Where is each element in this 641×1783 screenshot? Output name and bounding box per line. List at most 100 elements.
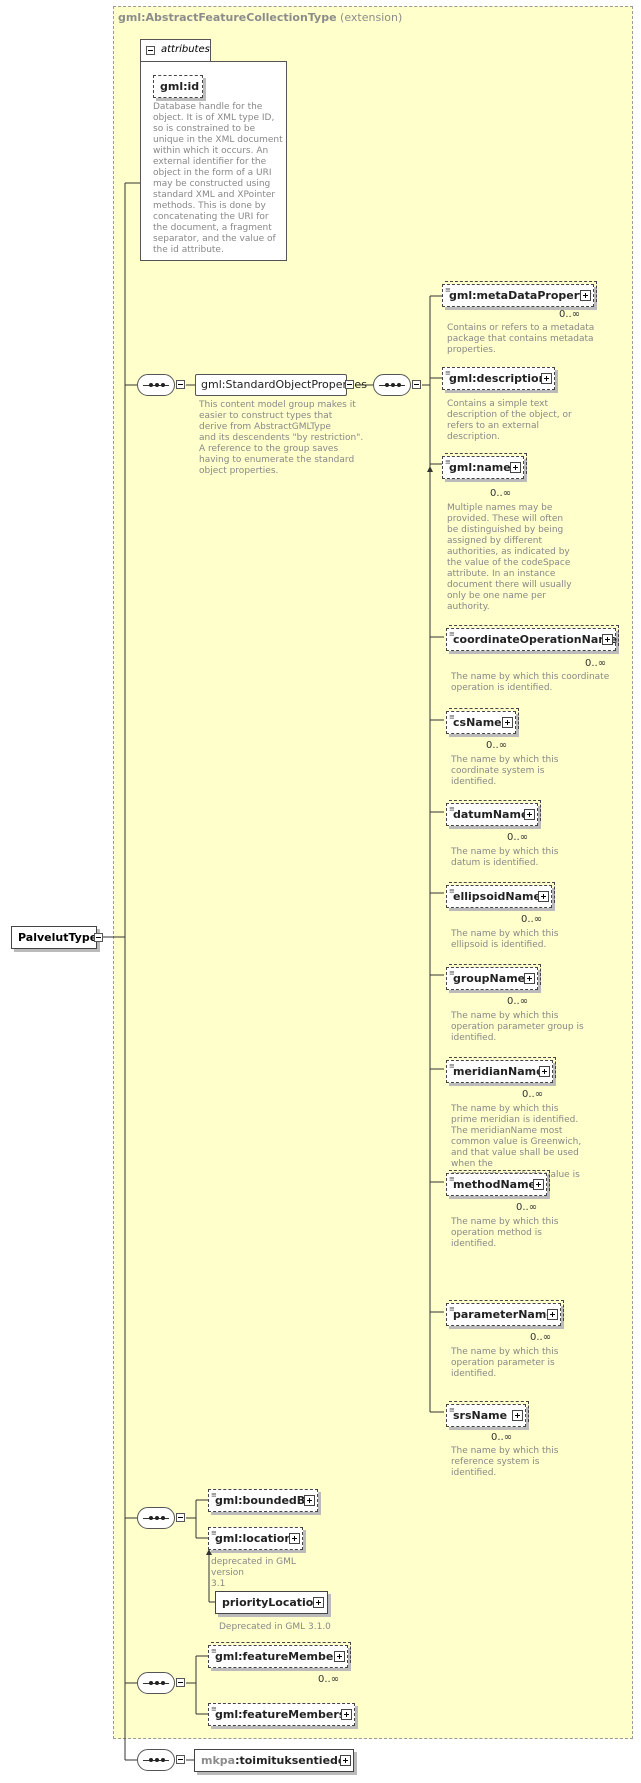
- element-methodname[interactable]: ≡methodName: [446, 1170, 550, 1196]
- expand-icon[interactable]: [533, 1179, 544, 1190]
- doc-ellipsoidname: The name by which this ellipsoid is iden…: [451, 929, 559, 950]
- element-gml-featuremembers[interactable]: ≡gml:featureMembers: [208, 1703, 355, 1726]
- expand-icon[interactable]: [524, 809, 535, 820]
- doc-csname: The name by which this coordinate system…: [451, 755, 559, 787]
- element-csname[interactable]: ≡csName: [446, 708, 519, 734]
- element-datumname[interactable]: ≡datumName: [446, 800, 541, 826]
- card-methodname: 0..∞: [516, 1202, 538, 1213]
- element-ellipsoidname-label: ellipsoidName: [453, 890, 541, 903]
- element-gml-name[interactable]: ≡gml:name: [442, 453, 527, 479]
- element-type-icon: ≡: [449, 713, 455, 721]
- element-gml-boundedby[interactable]: ≡gml:boundedBy: [208, 1489, 318, 1512]
- sequence-compositor-2[interactable]: [373, 374, 411, 396]
- extension-type-name: gml:AbstractFeatureCollectionType: [118, 11, 337, 24]
- element-type-icon: ≡: [449, 630, 455, 638]
- element-type-icon: ≡: [449, 969, 455, 977]
- element-prioritylocation[interactable]: priorityLocation: [215, 1591, 328, 1614]
- root-type-palvelut[interactable]: PalvelutType: [11, 926, 103, 949]
- element-mkpa-toimituksentiedot-label: :toimituksentiedot: [235, 1754, 351, 1767]
- element-type-icon: ≡: [211, 1705, 217, 1713]
- expand-icon[interactable]: [539, 1066, 550, 1077]
- expand-icon[interactable]: [289, 1533, 300, 1544]
- expand-icon[interactable]: [313, 1597, 324, 1608]
- expand-icon[interactable]: [502, 717, 513, 728]
- card-srsname: 0..∞: [491, 1432, 513, 1443]
- element-gml-boundedby-label: gml:boundedBy: [215, 1494, 313, 1507]
- group-standard-object-properties[interactable]: gml:StandardObjectProperties: [195, 374, 367, 396]
- element-gml-location[interactable]: ≡gml:location: [208, 1527, 303, 1550]
- element-type-icon: ≡: [449, 1175, 455, 1183]
- element-type-icon: ≡: [449, 1062, 455, 1070]
- sequence-compositor-members[interactable]: [137, 1672, 175, 1694]
- expand-icon[interactable]: [304, 1495, 315, 1506]
- expand-icon[interactable]: [524, 973, 535, 984]
- attributes-tab: attributes: [140, 39, 211, 62]
- expand-icon[interactable]: [510, 462, 521, 473]
- collapse-group-icon[interactable]: [345, 380, 354, 389]
- element-type-icon: ≡: [449, 805, 455, 813]
- root-type-label: PalvelutType: [18, 931, 98, 944]
- attribute-gml-id[interactable]: gml:id: [153, 75, 203, 98]
- attributes-label: attributes: [161, 44, 210, 55]
- expand-icon[interactable]: [341, 1709, 352, 1720]
- collapse-sequence-1-icon[interactable]: [176, 380, 185, 389]
- expand-icon[interactable]: [602, 634, 613, 645]
- element-type-icon: ≡: [211, 1529, 217, 1537]
- doc-name: Multiple names may be provided. These wi…: [447, 503, 572, 612]
- element-parametername[interactable]: ≡parameterName: [446, 1300, 564, 1326]
- element-prioritylocation-label: priorityLocation: [222, 1596, 322, 1609]
- expand-icon[interactable]: [580, 290, 591, 301]
- card-featuremember: 0..∞: [318, 1674, 340, 1685]
- sequence-compositor-1[interactable]: [137, 374, 175, 396]
- element-type-icon: ≡: [445, 286, 451, 294]
- expand-icon[interactable]: [547, 1309, 558, 1320]
- doc-parametername: The name by which this operation paramet…: [451, 1347, 559, 1379]
- expand-icon[interactable]: [512, 1410, 523, 1421]
- sequence-compositor-extra[interactable]: [137, 1749, 175, 1771]
- card-datumname: 0..∞: [507, 832, 529, 843]
- collapse-attributes-icon[interactable]: [146, 46, 155, 55]
- element-gml-description[interactable]: ≡gml:description: [442, 367, 555, 390]
- attributes-box: gml:id Database handle for the object. I…: [140, 61, 287, 261]
- collapse-root-icon[interactable]: [94, 933, 103, 942]
- element-gml-featuremembers-label: gml:featureMembers: [215, 1708, 346, 1721]
- doc-prioritylocation: Deprecated in GML 3.1.0: [219, 1622, 331, 1632]
- card-meridianname: 0..∞: [522, 1089, 544, 1100]
- card-metadataproperty: 0..∞: [559, 309, 581, 320]
- element-srsname-label: srsName: [453, 1409, 508, 1422]
- doc-location: deprecated in GML version 3.1: [211, 1557, 296, 1589]
- card-coordinate-operation-name: 0..∞: [585, 658, 607, 669]
- element-coordinate-operation-name[interactable]: ≡coordinateOperationName: [446, 625, 619, 651]
- element-type-icon: ≡: [211, 1647, 217, 1655]
- element-groupname[interactable]: ≡groupName: [446, 964, 541, 990]
- element-gml-name-label: gml:name: [449, 461, 511, 474]
- element-meridianname-label: meridianName: [453, 1065, 544, 1078]
- element-gml-metadataproperty-label: gml:metaDataProperty: [449, 289, 592, 302]
- sequence-compositor-bounded[interactable]: [137, 1507, 175, 1529]
- element-methodname-label: methodName: [453, 1178, 536, 1191]
- element-gml-featuremember[interactable]: ≡gml:featureMember: [208, 1642, 351, 1668]
- element-gml-metadataproperty[interactable]: ≡gml:metaDataProperty: [442, 281, 597, 307]
- element-srsname[interactable]: ≡srsName: [446, 1401, 529, 1427]
- attribute-gml-id-label: gml:id: [160, 80, 200, 93]
- extension-suffix: (extension): [340, 11, 403, 24]
- element-mkpa-toimituksentiedot[interactable]: mkpa:toimituksentiedot: [194, 1749, 354, 1772]
- expand-icon[interactable]: [340, 1755, 351, 1766]
- element-meridianname[interactable]: ≡meridianName: [446, 1057, 556, 1083]
- element-coordinate-operation-name-label: coordinateOperationName: [453, 633, 618, 646]
- element-type-icon: ≡: [445, 369, 451, 377]
- element-ellipsoidname[interactable]: ≡ellipsoidName: [446, 882, 555, 908]
- doc-srsname: The name by which this reference system …: [451, 1446, 559, 1478]
- element-mkpa-prefix: mkpa: [201, 1754, 236, 1767]
- collapse-sequence-members-icon[interactable]: [176, 1678, 185, 1687]
- collapse-sequence-extra-icon[interactable]: [176, 1755, 185, 1764]
- collapse-sequence-bounded-icon[interactable]: [176, 1513, 185, 1522]
- doc-metadataproperty: Contains or refers to a metadata package…: [447, 323, 595, 355]
- element-gml-description-label: gml:description: [449, 372, 547, 385]
- expand-icon[interactable]: [538, 891, 549, 902]
- card-groupname: 0..∞: [507, 996, 529, 1007]
- expand-icon[interactable]: [541, 373, 552, 384]
- expand-icon[interactable]: [334, 1651, 345, 1662]
- collapse-sequence-2-icon[interactable]: [412, 380, 421, 389]
- doc-groupname: The name by which this operation paramet…: [451, 1011, 584, 1043]
